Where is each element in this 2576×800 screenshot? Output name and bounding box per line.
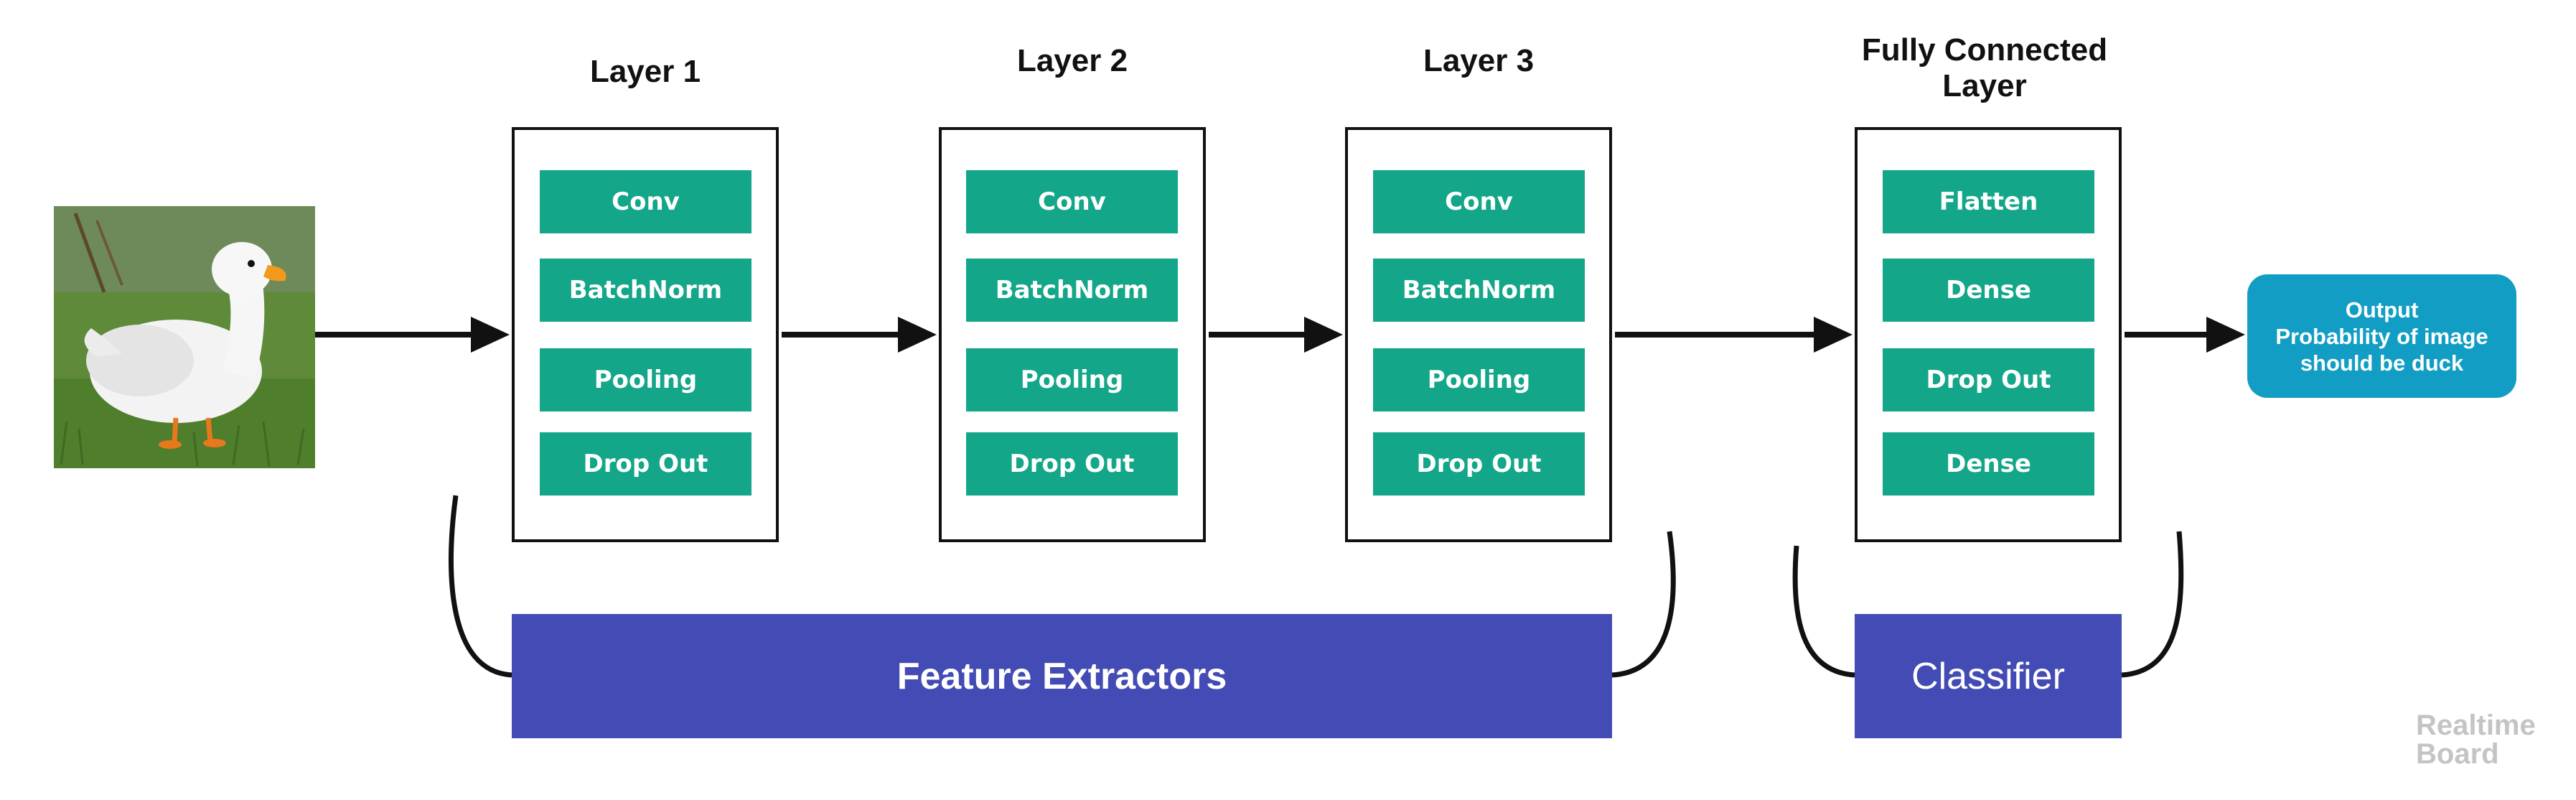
- layer-1-title: Layer 1: [589, 54, 701, 89]
- layer-3-op-conv: Conv: [1373, 170, 1585, 233]
- fc-layer-title-line2: Layer: [1942, 68, 2027, 103]
- layer-1-op-batchnorm: BatchNorm: [540, 259, 751, 322]
- arrowhead-4: [1814, 317, 1853, 353]
- arrowhead-5: [2206, 317, 2245, 353]
- fc-layer-title: Fully Connected Layer: [1823, 32, 2146, 104]
- output-line-1: Output: [2345, 297, 2419, 322]
- watermark-line-2: Board: [2416, 738, 2499, 770]
- layer-1-op-dropout: Drop Out: [540, 432, 751, 496]
- layer-3-op-dropout: Drop Out: [1373, 432, 1585, 496]
- feature-extractors-bar: Feature Extractors: [512, 614, 1612, 738]
- layer-2-op-pooling: Pooling: [966, 348, 1178, 411]
- layer-3-op-pooling: Pooling: [1373, 348, 1585, 411]
- realtimeboard-watermark: Realtime Board: [2416, 711, 2536, 768]
- layer-1-op-conv: Conv: [540, 170, 751, 233]
- fc-op-dense-2: Dense: [1883, 432, 2094, 496]
- layer-2-op-conv: Conv: [966, 170, 1178, 233]
- classifier-bracket-left: [1792, 545, 1855, 678]
- arrowhead-3: [1304, 317, 1343, 353]
- duck-input-image: [54, 206, 315, 468]
- feature-bracket-right: [1611, 531, 1676, 678]
- classifier-bracket-right: [2121, 531, 2184, 678]
- layer-1-op-pooling: Pooling: [540, 348, 751, 411]
- layer-2-title: Layer 2: [1016, 43, 1128, 78]
- arrowhead-2: [898, 317, 937, 353]
- output-line-2: Probability of image: [2275, 323, 2488, 349]
- classifier-bar: Classifier: [1855, 614, 2122, 738]
- layer-3-op-batchnorm: BatchNorm: [1373, 259, 1585, 322]
- watermark-line-1: Realtime: [2416, 710, 2536, 741]
- fc-layer-title-line1: Fully Connected: [1861, 32, 2108, 68]
- fc-op-flatten: Flatten: [1883, 170, 2094, 233]
- fc-op-dropout: Drop Out: [1883, 348, 2094, 411]
- arrowhead-1: [471, 317, 510, 353]
- layer-2-op-dropout: Drop Out: [966, 432, 1178, 496]
- layer-3-title: Layer 3: [1423, 43, 1535, 78]
- layer-2-op-batchnorm: BatchNorm: [966, 259, 1178, 322]
- fc-op-dense-1: Dense: [1883, 259, 2094, 322]
- feature-bracket-left: [448, 495, 512, 678]
- output-box: Output Probability of image should be du…: [2247, 274, 2516, 398]
- output-line-3: should be duck: [2300, 350, 2464, 376]
